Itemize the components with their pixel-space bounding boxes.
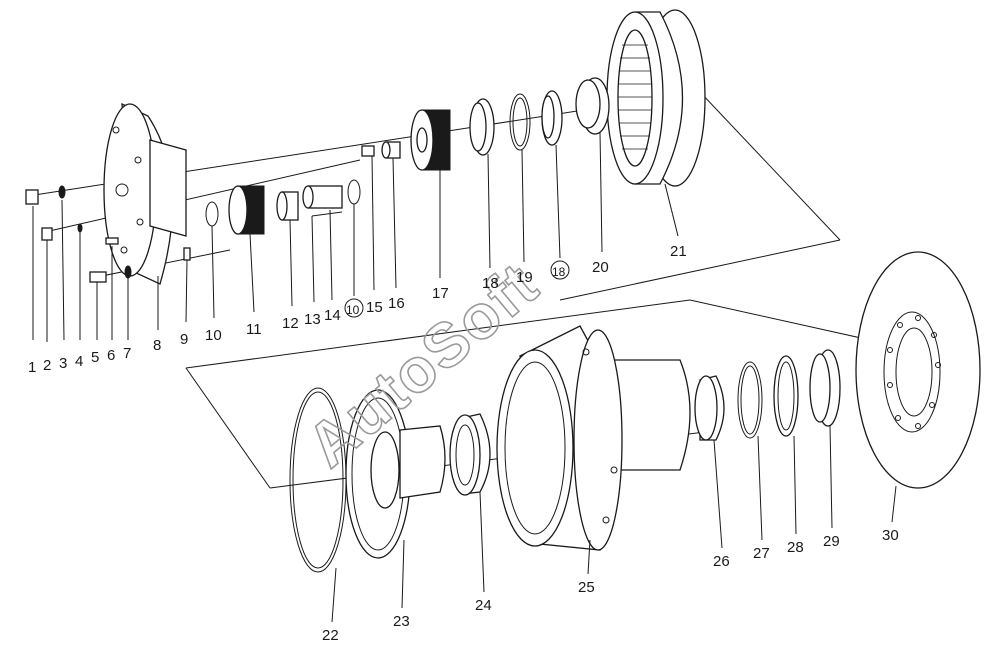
callout-6: 6 xyxy=(107,347,115,364)
seal-ring-a xyxy=(737,361,763,439)
callout-15: 15 xyxy=(366,299,383,316)
callout-22: 22 xyxy=(322,627,339,644)
snap-ring xyxy=(541,90,563,146)
callout-13: 13 xyxy=(304,311,321,328)
callout-16: 16 xyxy=(388,295,405,312)
plug xyxy=(25,189,39,205)
needle-bearing xyxy=(276,191,299,221)
callout-30: 30 xyxy=(882,527,899,544)
callout-18: 18 xyxy=(482,275,499,292)
set-screw xyxy=(183,247,191,261)
callout-28: 28 xyxy=(787,539,804,556)
brake-disc xyxy=(855,251,981,489)
callout-3: 3 xyxy=(59,355,67,372)
plug-small xyxy=(41,227,53,241)
seal-ring-b xyxy=(773,355,799,437)
callout-20: 20 xyxy=(592,259,609,276)
toothed-ring xyxy=(345,389,446,559)
retaining-ring xyxy=(509,93,531,151)
callout-12: 12 xyxy=(282,315,299,332)
callout-labels: 1 2 3 4 5 6 7 8 9 10 11 12 13 14 10 15 1… xyxy=(28,243,899,644)
callout-23: 23 xyxy=(393,613,410,630)
spacer-ring xyxy=(347,179,361,205)
callout-29: 29 xyxy=(823,533,840,550)
callout-18b: 18 xyxy=(552,265,566,279)
callout-4: 4 xyxy=(75,353,83,370)
callout-9: 9 xyxy=(180,331,188,348)
planet-gear xyxy=(228,185,265,235)
circled-callout-marker xyxy=(550,260,570,280)
callout-10b: 10 xyxy=(346,303,360,317)
ring-gear xyxy=(606,9,706,187)
callout-8: 8 xyxy=(153,337,161,354)
callout-5: 5 xyxy=(91,349,99,366)
thrust-washer xyxy=(205,201,219,227)
callout-27: 27 xyxy=(753,545,770,562)
callout-1: 1 xyxy=(28,359,36,376)
planet-pin xyxy=(381,141,401,159)
lock-ring xyxy=(809,349,841,427)
leader-lines xyxy=(32,131,897,623)
callout-19: 19 xyxy=(516,269,533,286)
sun-gear xyxy=(410,109,451,171)
callout-24: 24 xyxy=(475,597,492,614)
callout-26: 26 xyxy=(713,553,730,570)
bearing-cup xyxy=(694,375,725,441)
hub-housing xyxy=(496,325,691,551)
planet-shaft xyxy=(302,185,343,209)
main-bearing xyxy=(449,413,491,496)
thrust-ring xyxy=(469,98,495,156)
planet-carrier xyxy=(103,102,187,285)
callout-25: 25 xyxy=(578,579,595,596)
callout-2: 2 xyxy=(43,357,51,374)
washer xyxy=(124,265,132,279)
pin xyxy=(105,237,119,245)
bolt-small xyxy=(361,145,375,157)
tapered-bearing xyxy=(575,77,610,135)
bolt xyxy=(89,271,107,283)
callout-21: 21 xyxy=(670,243,687,260)
callout-14: 14 xyxy=(324,307,341,324)
callout-10: 10 xyxy=(205,327,222,344)
dowel-pin xyxy=(311,211,343,217)
o-ring xyxy=(58,185,66,199)
callout-11: 11 xyxy=(246,321,262,338)
callout-17: 17 xyxy=(432,285,449,302)
circled-callout-marker xyxy=(344,298,364,318)
seal-small xyxy=(77,223,83,233)
callout-7: 7 xyxy=(123,345,131,362)
